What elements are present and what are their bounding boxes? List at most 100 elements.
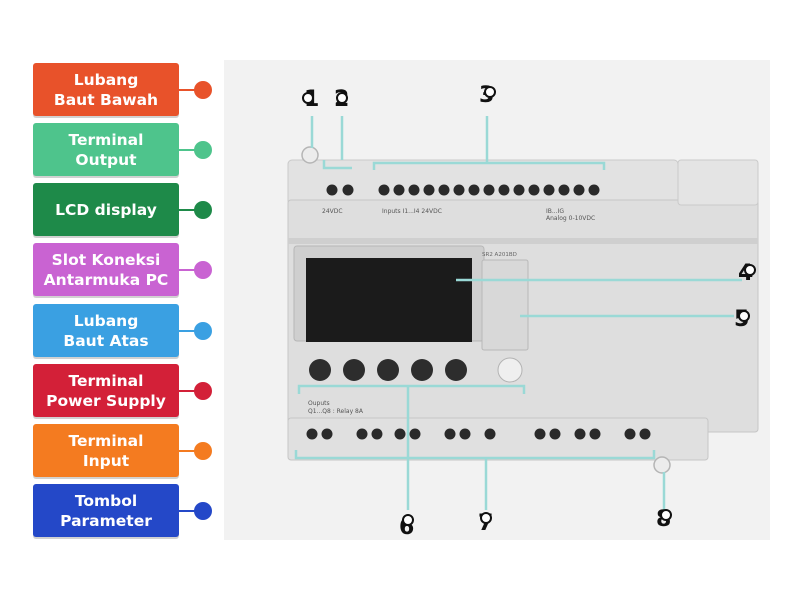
leader-line-7-bracket <box>294 450 656 460</box>
label-connector <box>179 149 197 151</box>
marker-ring <box>402 514 414 526</box>
marker-ring <box>660 509 672 521</box>
terminal-screw <box>393 184 405 196</box>
top-text-right1: IB...IG <box>546 208 564 215</box>
drag-handle-dot[interactable] <box>194 81 212 99</box>
terminal-screw <box>423 184 435 196</box>
terminal-screw <box>483 184 495 196</box>
terminal-screw <box>498 184 510 196</box>
drag-handle-dot[interactable] <box>194 322 212 340</box>
label-connector <box>179 209 197 211</box>
top-text-left: 24VDC <box>322 208 343 215</box>
label-connector <box>179 510 197 512</box>
marker-ring <box>302 92 314 104</box>
terminal-screw <box>444 428 456 440</box>
terminal-screw <box>484 428 496 440</box>
terminal-screw <box>468 184 480 196</box>
top-text-right2: Analog 0-10VDC <box>546 215 595 222</box>
terminal-screw <box>513 184 525 196</box>
marker-rings <box>302 86 756 526</box>
terminal-screw <box>326 184 338 196</box>
terminal-screw <box>549 428 561 440</box>
relay-text: Q1...Q8 : Relay 8A <box>308 408 364 415</box>
terminal-screw <box>459 428 471 440</box>
top-text-mid: Inputs I1...I4 24VDC <box>382 208 442 215</box>
terminal-screw <box>639 428 651 440</box>
top-screw-hole <box>301 146 319 164</box>
leader-line-6-bracket <box>297 384 526 394</box>
terminal-screw <box>574 428 586 440</box>
drag-handle-dot[interactable] <box>194 382 212 400</box>
leader-line-2-bracket <box>322 160 352 170</box>
terminal-screw <box>543 184 555 196</box>
marker-ring <box>744 264 756 276</box>
terminal-screw <box>378 184 390 196</box>
terminal-screw <box>321 428 333 440</box>
terminal-screw <box>588 184 600 196</box>
terminal-screw <box>306 428 318 440</box>
parameter-buttons <box>309 357 523 383</box>
terminal-screw <box>558 184 570 196</box>
lcd-screen <box>306 258 472 342</box>
label-connector <box>179 450 197 452</box>
body-divider <box>288 238 758 244</box>
bottom-terminals <box>306 428 651 440</box>
model-text: SR2 A201BD <box>482 252 517 258</box>
marker-ring <box>738 310 750 322</box>
bottom-screw-hole <box>653 456 671 474</box>
terminal-screw <box>453 184 465 196</box>
drag-handle-dot[interactable] <box>194 502 212 520</box>
terminal-screw <box>438 184 450 196</box>
label-connector <box>179 269 197 271</box>
terminal-screw <box>409 428 421 440</box>
parameter-button[interactable] <box>377 359 399 381</box>
label-text: LCD display <box>55 200 157 219</box>
drag-handle-dot[interactable] <box>194 261 212 279</box>
label-connector <box>179 330 197 332</box>
label-lcd-display[interactable]: LCD display <box>33 183 179 236</box>
ok-button[interactable] <box>497 357 523 383</box>
terminal-screw <box>589 428 601 440</box>
drag-handle-dot[interactable] <box>194 141 212 159</box>
terminal-screw <box>534 428 546 440</box>
plc-diagram: 24VDC Inputs I1...I4 24VDC IB...IG Analo… <box>224 60 770 540</box>
leader-lines <box>294 116 742 510</box>
terminal-screw <box>356 428 368 440</box>
parameter-button[interactable] <box>309 359 331 381</box>
drag-handle-dot[interactable] <box>194 201 212 219</box>
leader-line-3-bracket <box>372 161 606 170</box>
top-right-block <box>677 159 759 206</box>
drag-handle-dot[interactable] <box>194 442 212 460</box>
terminal-screw <box>528 184 540 196</box>
marker-ring <box>480 512 492 524</box>
bottom-terminal-block <box>287 417 709 461</box>
marker-ring <box>484 86 496 98</box>
outputs-text: Ouputs <box>308 400 330 407</box>
label-connector <box>179 89 197 91</box>
terminal-screw <box>394 428 406 440</box>
parameter-button[interactable] <box>411 359 433 381</box>
terminal-screw <box>624 428 636 440</box>
marker-ring <box>336 92 348 104</box>
terminal-screw <box>408 184 420 196</box>
parameter-button[interactable] <box>445 359 467 381</box>
terminal-screw <box>573 184 585 196</box>
terminal-screw <box>342 184 354 196</box>
pc-connector-slot <box>481 259 529 351</box>
parameter-button[interactable] <box>343 359 365 381</box>
label-connector <box>179 390 197 392</box>
